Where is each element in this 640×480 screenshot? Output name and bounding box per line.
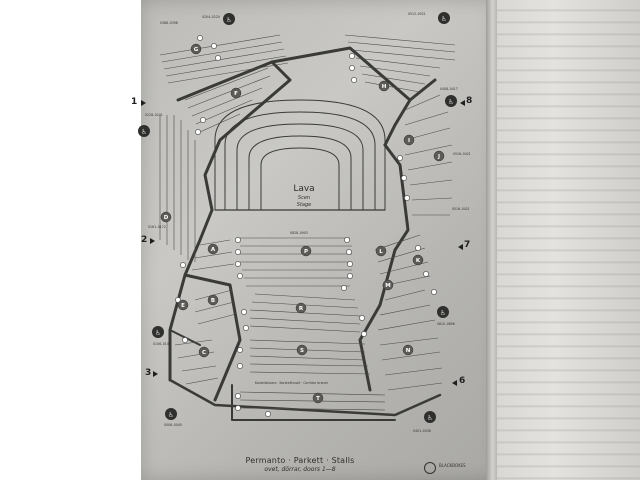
door-arrow-1 [141,100,146,106]
wall-upper-center [270,46,412,147]
wheelchair-icon [165,408,177,420]
svg-text:♿: ♿ [427,414,433,422]
svg-text:♿: ♿ [141,128,147,136]
section-T: T [316,396,320,402]
wheelchair-icon [223,13,235,25]
door-3-label: 3 [145,368,152,378]
range-top-right: 0512–0521 [408,12,426,16]
corridor-label: Kastellshaara · Korstellhuset · Corridor… [255,381,328,385]
section-H: H [382,84,387,90]
door-6-label: 6 [459,376,466,386]
wall-right [378,143,410,307]
wheelchair-icon [138,125,150,137]
range-bottom-left: 0006–0040 [164,423,182,427]
svg-text:♿: ♿ [440,309,446,317]
wheelchair-icon [437,306,449,318]
range-bottom-right: 0401–0436 [413,429,431,433]
stage-arc-4 [248,135,352,211]
wall-left [0,0,141,480]
range-top-left-2: 0204–0220 [202,15,220,19]
svg-text:♿: ♿ [441,15,447,23]
wall-rear-2 [231,384,396,421]
wheelchair-icon [445,95,457,107]
door-arrow-2 [150,238,155,244]
range-right-mid: 0516–0421 [453,152,471,156]
wheelchair-icon [438,12,450,24]
stage-subtitle-en: Stage [296,202,312,208]
wall-upper-right [408,78,437,102]
section-M: M [385,283,390,289]
door-7-label: 7 [464,240,471,250]
door-arrow-7 [458,244,463,250]
door-2-label: 2 [141,235,148,245]
svg-text:♿: ♿ [155,329,161,337]
section-G: G [194,47,199,53]
window-blinds [497,0,640,480]
wheelchair-icon [152,326,164,338]
range-right-mid-2: 0516–0421 [452,207,470,211]
range-left-lower: 0106–0100 [153,342,171,346]
section-I: I [408,138,410,144]
stage-arc-3 [236,123,364,211]
logo-text: BLACKBOXES [439,463,466,468]
wall-right [497,0,640,480]
range-left-upper: 0228–0241 [145,113,163,117]
section-D: D [164,215,169,221]
section-N: N [406,348,411,354]
door-arrow-3 [153,371,158,377]
section-B: B [211,298,215,304]
section-S: S [300,348,304,354]
venue-logo-icon [424,462,436,474]
stage-title: Lava [293,184,315,194]
svg-text:♿: ♿ [168,411,174,419]
caption-subtitle: ovet, dörrar, doors 1—8 [264,466,336,473]
section-E: E [181,303,185,309]
wall-rear [168,378,442,417]
range-center-upper: 0828–0903 [290,231,308,235]
door-arrow-8 [460,100,465,106]
section-L: L [379,249,383,255]
door-arrow-6 [452,380,457,386]
section-K: K [416,258,421,264]
section-F: F [234,91,238,97]
svg-text:♿: ♿ [226,16,232,24]
section-P: P [304,249,308,255]
section-A: A [211,247,216,253]
section-R: R [299,306,304,312]
range-right-upper: 0408–0417 [440,87,458,91]
svg-text:♿: ♿ [448,98,454,106]
door-8-label: 8 [466,96,473,106]
stage-arc-5 [260,147,340,211]
section-J: J [437,154,440,160]
plaque-edge [486,0,497,480]
range-top-left-1: 0388–0398 [160,21,178,25]
range-left-mid: 0161–0172 [148,225,166,229]
wheelchair-icon [424,411,436,423]
section-C: C [202,350,206,356]
range-right-lower: 0810–0806 [437,322,455,326]
stage-subtitle-sv: Scen [297,195,311,201]
wall-right-inner [358,303,382,392]
door-1-label: 1 [131,97,138,107]
caption-title: Permanto · Parkett · Stalls [245,456,355,465]
wall-left-inner [183,273,242,402]
